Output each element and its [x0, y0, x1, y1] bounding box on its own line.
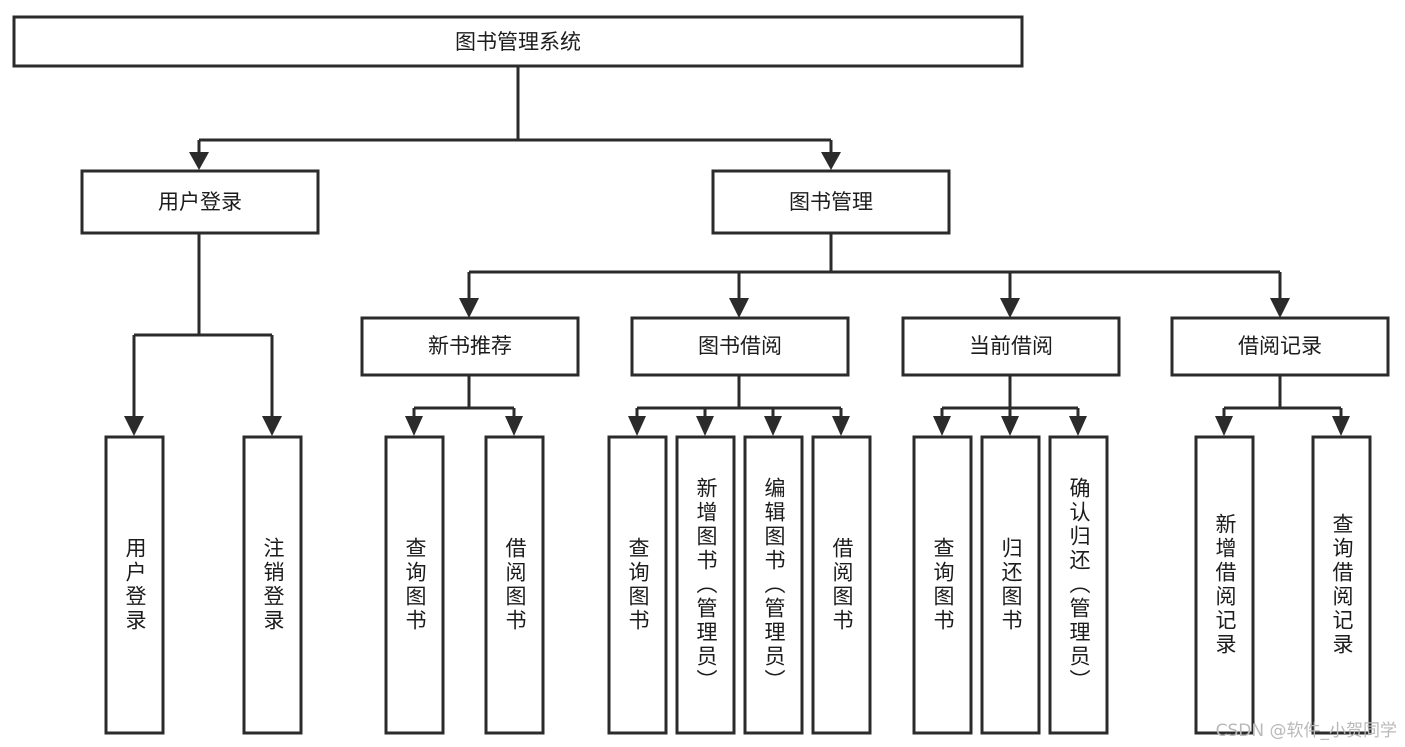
leaf-book-borrow-2-label: 新增图书（管理员） [694, 477, 718, 693]
leaf-current-borrow-1-label: 查询图书 [931, 537, 955, 633]
arrow-head-leaf-current-2 [1001, 416, 1019, 436]
arrow-head-leaf-borrow-1 [628, 416, 646, 436]
leaf-book-borrow-3-label: 编辑图书（管理员） [762, 477, 786, 693]
leaf-book-borrow-4-label: 借阅图书 [830, 537, 854, 633]
arrow-head-new-book [459, 298, 479, 318]
leaf-user-login-1[interactable]: 用户登录 [104, 435, 165, 735]
leaf-current-borrow-1[interactable]: 查询图书 [912, 435, 973, 735]
node-borrow-record-box[interactable] [1170, 316, 1390, 377]
leaf-user-login-2-box[interactable] [242, 435, 303, 735]
leaf-book-borrow-3[interactable]: 编辑图书（管理员） [743, 435, 804, 735]
arrow-head-leaf-records-1 [1215, 416, 1233, 436]
node-book-management[interactable]: 图书管理 [711, 169, 951, 235]
leaf-user-login-1-label: 用户登录 [123, 537, 147, 633]
arrow-head-leaf-user-login-1 [124, 416, 144, 436]
leaf-book-borrow-1-box[interactable] [607, 435, 668, 735]
node-borrow-record[interactable]: 借阅记录 [1170, 316, 1390, 377]
leaf-book-borrow-2[interactable]: 新增图书（管理员） [675, 435, 736, 735]
leaf-borrow-record-1-label: 新增借阅记录 [1213, 513, 1237, 657]
leaf-new-book-2[interactable]: 借阅图书 [484, 435, 545, 735]
node-user-login[interactable]: 用户登录 [80, 169, 320, 235]
csdn-watermark: CSDN @软件_小贺同学 [1215, 721, 1397, 741]
node-borrow-record-label: 借阅记录 [1238, 334, 1322, 358]
node-current-borrow-label: 当前借阅 [969, 334, 1053, 358]
leaf-borrow-record-2-box[interactable] [1311, 435, 1372, 735]
arrow-head-leaf-borrow-2 [696, 416, 714, 436]
arrow-head-book-borrow [729, 298, 749, 318]
node-root[interactable]: 图书管理系统 [12, 15, 1024, 68]
arrow-head-leaf-newbook-1 [405, 416, 423, 436]
arrow-head-leaf-user-login-2 [262, 416, 282, 436]
leaf-new-book-1-label: 查询图书 [403, 537, 427, 633]
arrow-head-leaf-current-3 [1069, 416, 1087, 436]
leaf-current-borrow-2-box[interactable] [980, 435, 1041, 735]
leaf-current-borrow-3-label: 确认归还（管理员） [1067, 477, 1091, 693]
leaf-new-book-1-box[interactable] [384, 435, 445, 735]
node-book-borrow-label: 图书借阅 [698, 334, 782, 358]
arrow-head-leaf-current-1 [933, 416, 951, 436]
node-book-borrow[interactable]: 图书借阅 [630, 316, 850, 377]
leaf-borrow-record-2-label: 查询借阅记录 [1330, 513, 1354, 657]
node-new-book-recommend[interactable]: 新书推荐 [360, 316, 580, 377]
node-new-book-recommend-box[interactable] [360, 316, 580, 377]
leaf-current-borrow-3-box[interactable] [1048, 435, 1109, 735]
leaf-user-login-1-box[interactable] [104, 435, 165, 735]
arrow-head-leaf-borrow-4 [832, 416, 850, 436]
leaf-new-book-2-box[interactable] [484, 435, 545, 735]
node-current-borrow[interactable]: 当前借阅 [901, 316, 1121, 377]
node-book-management-box[interactable] [711, 169, 951, 235]
leaf-borrow-record-1-box[interactable] [1194, 435, 1255, 735]
leaf-current-borrow-2[interactable]: 归还图书 [980, 435, 1041, 735]
leaf-borrow-record-2[interactable]: 查询借阅记录 [1311, 435, 1372, 735]
arrow-head-leaf-borrow-3 [764, 416, 782, 436]
leaf-new-book-1[interactable]: 查询图书 [384, 435, 445, 735]
leaf-book-borrow-1-label: 查询图书 [626, 537, 650, 633]
arrow-head-leaf-records-2 [1332, 416, 1350, 436]
connector-layer [124, 66, 1350, 436]
leaf-book-borrow-4-box[interactable] [811, 435, 872, 735]
leaf-current-borrow-1-box[interactable] [912, 435, 973, 735]
node-book-borrow-box[interactable] [630, 316, 850, 377]
leaf-book-borrow-1[interactable]: 查询图书 [607, 435, 668, 735]
node-book-management-label: 图书管理 [789, 190, 873, 214]
node-new-book-recommend-label: 新书推荐 [428, 334, 512, 358]
leaf-book-borrow-4[interactable]: 借阅图书 [811, 435, 872, 735]
leaf-current-borrow-3[interactable]: 确认归还（管理员） [1048, 435, 1109, 735]
arrow-head-current-borrow [1000, 298, 1020, 318]
leaf-user-login-2-label: 注销登录 [261, 537, 285, 633]
leaf-user-login-2[interactable]: 注销登录 [242, 435, 303, 735]
leaf-new-book-2-label: 借阅图书 [503, 537, 527, 633]
arrow-head-book-mgmt [821, 152, 841, 170]
node-user-login-label: 用户登录 [158, 190, 242, 214]
leaf-current-borrow-2-label: 归还图书 [999, 537, 1023, 633]
leaf-book-borrow-2-box[interactable] [675, 435, 736, 735]
arrow-head-borrow-record [1270, 298, 1290, 318]
node-user-login-box[interactable] [80, 169, 320, 235]
leaf-borrow-record-1[interactable]: 新增借阅记录 [1194, 435, 1255, 735]
arrow-head-leaf-newbook-2 [505, 416, 523, 436]
node-current-borrow-box[interactable] [901, 316, 1121, 377]
node-root-label: 图书管理系统 [455, 30, 581, 54]
leaf-book-borrow-3-box[interactable] [743, 435, 804, 735]
arrow-head-user-login [189, 152, 209, 170]
node-root-box[interactable] [12, 15, 1024, 68]
